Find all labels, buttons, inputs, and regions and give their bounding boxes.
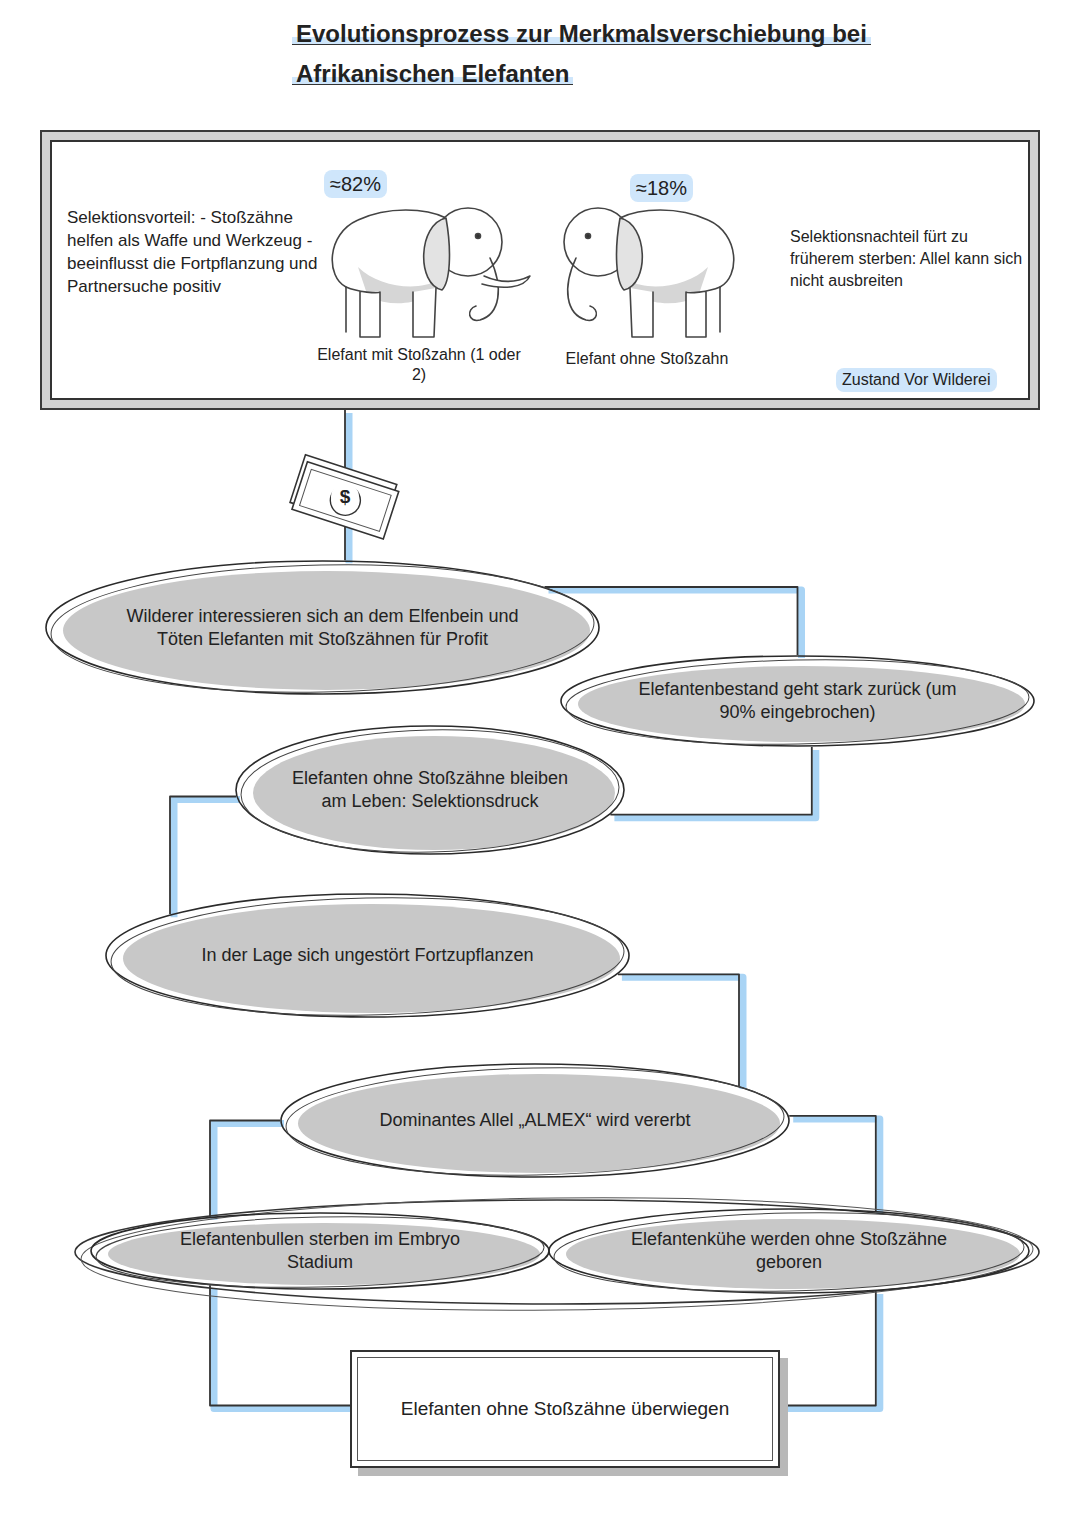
connector-shade	[622, 977, 743, 1089]
ellipse-outline	[548, 1208, 1030, 1294]
panel-text: Selektionsnachteil fürt zu früherem ster…	[790, 226, 1032, 292]
process-ellipse: Elefantenbullen sterben im Embryo Stadiu…	[90, 1212, 550, 1290]
connector-shade	[793, 1119, 880, 1214]
ellipse-line	[50, 559, 596, 697]
ellipse-line	[240, 726, 620, 856]
ellipse-line	[285, 1063, 785, 1180]
ellipse-fill	[123, 904, 620, 1013]
connector-line	[170, 797, 236, 915]
connector-shade	[614, 750, 815, 818]
process-ellipse: Wilderer interessieren sich an dem Elfen…	[45, 560, 600, 695]
connector-shade	[174, 800, 240, 918]
node-text: Elefanten ohne Stoßzähne bleiben am Lebe…	[286, 767, 575, 813]
node-text: Dominantes Allel „ALMEX“ wird vererbt	[347, 1109, 724, 1132]
connector	[789, 1116, 880, 1214]
ellipse-line	[46, 561, 599, 694]
result-box: Elefanten ohne Stoßzähne überwiegen	[350, 1350, 780, 1468]
elephant-without-tusk	[564, 208, 734, 337]
panel-text: Zustand Vor Wilderei	[836, 368, 997, 392]
elephant-with-tusk	[332, 208, 530, 337]
ellipse-outline	[90, 1212, 550, 1290]
process-ellipse: Dominantes Allel „ALMEX“ wird vererbt	[280, 1063, 790, 1178]
ellipse-outline	[45, 560, 600, 695]
connector	[170, 797, 240, 918]
ellipse-line	[95, 1212, 544, 1291]
node-text: Elefantenbestand geht stark zurück (um 9…	[622, 678, 974, 724]
connector	[210, 1121, 284, 1220]
ellipse-fill	[578, 666, 1025, 742]
connector-shade	[784, 1294, 880, 1408]
process-ellipse: Elefantenbestand geht stark zurück (um 9…	[560, 655, 1035, 747]
connector	[610, 747, 815, 818]
ellipse-line	[106, 894, 629, 1017]
node-text: Wilderer interessieren sich an dem Elfen…	[117, 605, 528, 651]
title: Evolutionsprozess zur Merkmalsverschiebu…	[292, 14, 882, 94]
node-text: Elefanten ohne Stoßzähne überwiegen	[401, 1398, 730, 1420]
ellipse-line	[236, 726, 624, 854]
ellipse-line	[553, 1208, 1025, 1296]
money-icon	[288, 455, 400, 539]
connector-line	[780, 1291, 876, 1405]
ellipse-fill	[566, 1219, 1020, 1289]
connector-line	[789, 1116, 876, 1211]
band-outline	[75, 1200, 1039, 1304]
node-text: In der Lage sich ungestört Fortzupflanze…	[173, 944, 562, 967]
band-outline	[80, 1193, 1033, 1315]
panel-text: Elefant mit Stoßzahn (1 oder 2)	[314, 345, 524, 385]
panel-text: Elefant ohne Stoßzahn	[540, 349, 754, 369]
node-text: Elefantenkühe werden ohne Stoßzähne gebo…	[611, 1228, 968, 1274]
ellipse-fill	[63, 571, 590, 690]
ellipse-line	[565, 655, 1030, 749]
connector-line	[210, 1285, 350, 1405]
ellipse-fill	[108, 1223, 540, 1285]
ellipse-outline	[235, 725, 625, 855]
process-ellipse: Elefantenkühe werden ohne Stoßzähne gebo…	[548, 1208, 1030, 1294]
connector	[780, 1291, 880, 1408]
ellipse-outline	[560, 655, 1035, 747]
panel-text: ≈18%	[630, 174, 693, 202]
node-text: Elefantenbullen sterben im Embryo Stadiu…	[150, 1228, 490, 1274]
connector	[210, 1285, 354, 1408]
state-panel: Selektionsvorteil: - Stoßzähne helfen al…	[50, 140, 1030, 400]
connector-line	[210, 1121, 280, 1217]
panel-ground	[50, 140, 1030, 400]
currency-symbol: $	[331, 483, 359, 511]
process-ellipse: In der Lage sich ungestört Fortzupflanze…	[105, 893, 630, 1018]
process-ellipse: Elefanten ohne Stoßzähne bleiben am Lebe…	[235, 725, 625, 855]
ellipse-fill	[298, 1074, 780, 1173]
connector-shade	[214, 1124, 284, 1220]
ellipse-line	[110, 893, 625, 1021]
panel-text: ≈82%	[324, 170, 387, 198]
connector-line	[610, 747, 811, 815]
panel-text: Selektionsvorteil: - Stoßzähne helfen al…	[67, 206, 325, 298]
connector	[618, 974, 743, 1089]
title-text: Evolutionsprozess zur Merkmalsverschiebu…	[292, 20, 871, 87]
